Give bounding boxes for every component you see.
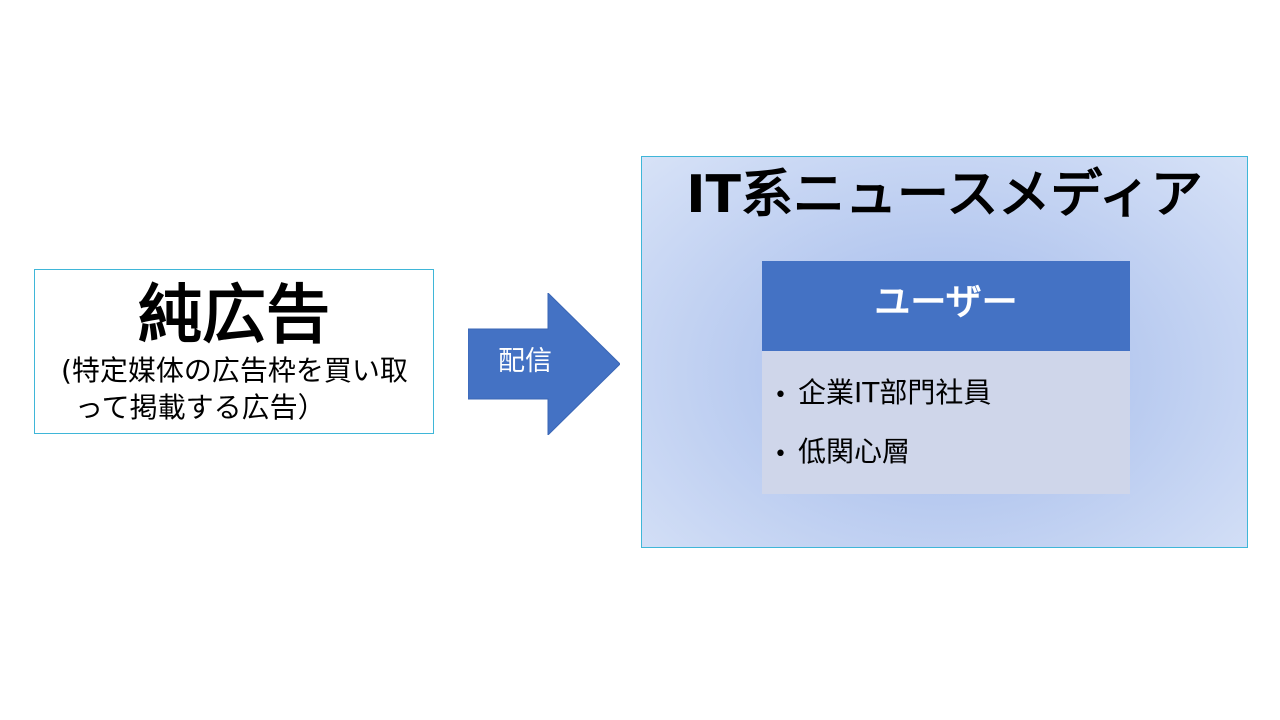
pure-ad-box: 純広告 (特定媒体の広告枠を買い取って掲載する広告） <box>34 269 434 434</box>
user-header-label: ユーザー <box>874 282 1018 323</box>
it-news-media-box: IT系ニュースメディア ユーザー • 企業IT部門社員 • 低関心層 <box>641 156 1248 548</box>
delivery-arrow-shape <box>468 293 620 435</box>
pure-ad-description: (特定媒体の広告枠を買い取って掲載する広告） <box>61 354 408 424</box>
user-list-box: • 企業IT部門社員 • 低関心層 <box>762 351 1130 494</box>
user-item-label: 企業IT部門社員 <box>798 376 992 409</box>
user-item-label: 低関心層 <box>798 435 911 468</box>
pure-ad-title: 純広告 <box>138 279 330 353</box>
user-list: • 企業IT部門社員 • 低関心層 <box>774 365 991 483</box>
user-header: ユーザー <box>762 261 1130 351</box>
delivery-arrow <box>468 293 620 435</box>
list-item: • 低関心層 <box>774 424 991 483</box>
bullet-icon: • <box>774 383 787 408</box>
delivery-arrow-label: 配信 <box>498 346 552 377</box>
media-title: IT系ニュースメディア <box>686 165 1203 225</box>
list-item: • 企業IT部門社員 <box>774 365 991 424</box>
bullet-icon: • <box>774 442 787 467</box>
